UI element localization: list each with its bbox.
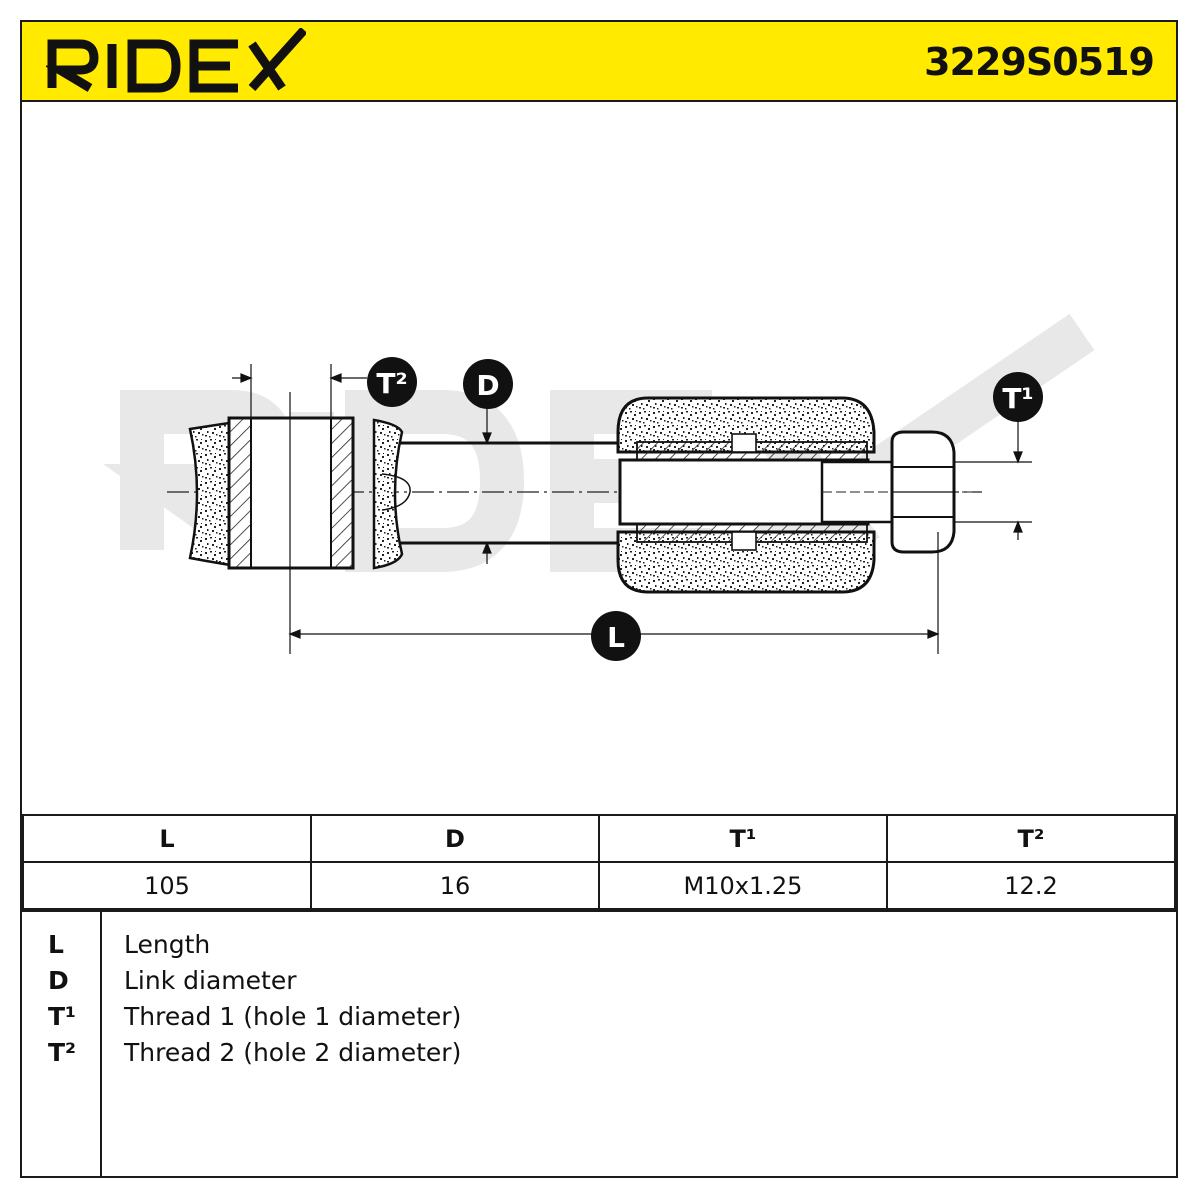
- spec-header-t2: T²: [886, 814, 1176, 863]
- legend-desc: Thread 2 (hole 2 diameter): [124, 1038, 462, 1067]
- drawing-frame: 3229S0519: [20, 20, 1178, 1178]
- dimension-d: [482, 407, 492, 564]
- spec-header-d: D: [310, 814, 600, 863]
- label-l: L: [607, 621, 625, 654]
- dimension-t2: [232, 364, 367, 418]
- badge-l: [591, 611, 641, 661]
- spec-value-l: 105: [22, 861, 312, 910]
- label-d: D: [476, 369, 499, 402]
- ridex-logo: [46, 28, 306, 93]
- legend-item: T¹ Thread 1 (hole 1 diameter): [22, 1002, 1176, 1038]
- spec-table: L D T¹ T² 105 16 M10x1.25 12.2: [22, 814, 1176, 910]
- technical-drawing: T² D T¹ L: [103, 313, 1095, 661]
- legend-item: T² Thread 2 (hole 2 diameter): [22, 1038, 1176, 1074]
- link-shaft: [400, 441, 620, 545]
- part-number: 3229S0519: [924, 40, 1155, 84]
- spec-header-t1: T¹: [598, 814, 888, 863]
- dimension-t1: [954, 420, 1032, 540]
- legend-divider: [100, 912, 102, 1178]
- legend-desc: Link diameter: [124, 966, 297, 995]
- left-bushing: [188, 416, 411, 570]
- legend-item: D Link diameter: [22, 966, 1176, 1002]
- legend-desc: Thread 1 (hole 1 diameter): [124, 1002, 462, 1031]
- legend-key: T²: [48, 1038, 77, 1067]
- spec-value-t1: M10x1.25: [598, 861, 888, 910]
- spec-header-l: L: [22, 814, 312, 863]
- spec-value-t2: 12.2: [886, 861, 1176, 910]
- badge-d: [463, 359, 513, 409]
- spec-header-row: L D T¹ T²: [22, 814, 1176, 863]
- badge-t1: [993, 372, 1043, 422]
- legend-key: D: [48, 966, 69, 995]
- badge-t2: [367, 357, 417, 407]
- legend-desc: Length: [124, 930, 211, 959]
- spec-value-d: 16: [310, 861, 600, 910]
- header-bar: 3229S0519: [22, 22, 1176, 102]
- legend-key: L: [48, 930, 64, 959]
- legend-item: L Length: [22, 930, 1176, 966]
- legend-key: T¹: [48, 1002, 77, 1031]
- spec-value-row: 105 16 M10x1.25 12.2: [22, 861, 1176, 910]
- hex-nut: [890, 430, 956, 554]
- label-t2: T²: [376, 367, 407, 400]
- label-t1: T¹: [1002, 382, 1033, 415]
- legend-panel: L Length D Link diameter T¹ Thread 1 (ho…: [22, 910, 1176, 1178]
